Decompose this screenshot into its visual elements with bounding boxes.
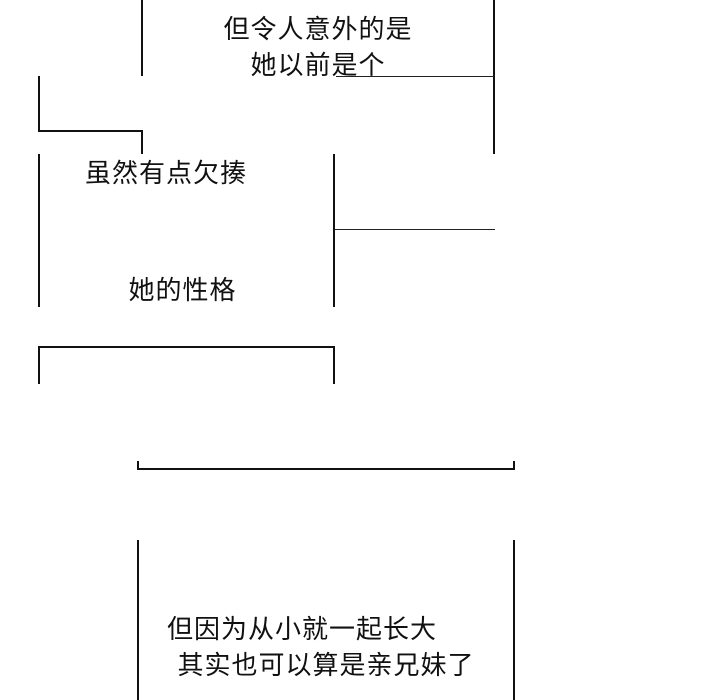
panel-2b-left-border: [38, 346, 40, 384]
panel-2-side-divider: [335, 229, 495, 230]
panel-2-caption-line-1: 虽然有点欠揍: [84, 159, 247, 189]
bracket-right-tick: [141, 130, 143, 154]
bracket-horizontal: [38, 130, 143, 132]
panel-2-right-border: [333, 154, 335, 307]
panel-2b-right-border: [333, 346, 335, 384]
panel-3-right-border: [513, 540, 515, 700]
panel-3-top-frame-right-tick: [513, 461, 515, 470]
panel-2-left-border: [38, 154, 40, 307]
panel-1-divider: [336, 76, 494, 77]
panel-1-caption-line-2: 她以前是个: [250, 51, 386, 76]
panel-2-caption-line-2: 她的性格: [128, 276, 237, 306]
panel-3-caption-line-2: 其实也可以算是亲兄妹了: [177, 651, 475, 681]
panel-3-caption-line-1: 但因为从小就一起长大: [166, 615, 437, 645]
panel-1-left-border: [141, 0, 143, 76]
panel-3-left-border: [137, 540, 139, 700]
bracket-left-vertical: [38, 76, 40, 132]
panel-3-top-frame-left-tick: [137, 461, 139, 470]
panel-2b-top-border: [38, 346, 335, 348]
panel-1-right-border: [493, 0, 495, 154]
panel-3-top-frame-bottom: [137, 468, 515, 470]
panel-1-caption-line-1: 但令人意外的是: [223, 15, 413, 45]
